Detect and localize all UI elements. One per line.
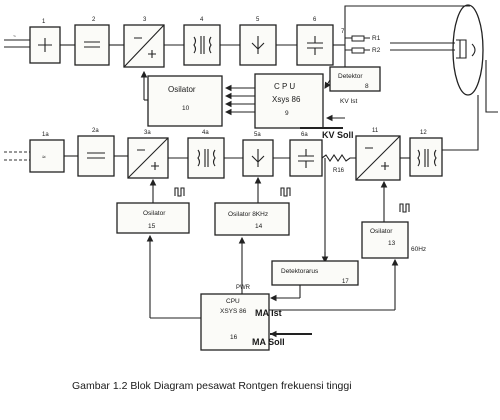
block-3-inverter: 3 [123, 17, 165, 68]
svg-text:11: 11 [372, 128, 379, 134]
svg-text:C P U: C P U [274, 82, 295, 91]
svg-text:1: 1 [42, 19, 46, 25]
svg-text:3: 3 [143, 17, 147, 23]
svg-text:2: 2 [92, 17, 96, 23]
svg-text:CPU: CPU [226, 298, 240, 305]
block-7-voltage-divider: 7 R1 R2 [341, 29, 381, 58]
svg-text:14: 14 [255, 223, 263, 230]
svg-text:4: 4 [200, 17, 204, 23]
block-2a-rectifier: 2a [77, 128, 115, 177]
svg-text:7: 7 [341, 29, 345, 35]
svg-text:8: 8 [365, 83, 369, 90]
svg-text:17: 17 [342, 279, 349, 285]
svg-text:R16: R16 [333, 168, 345, 174]
block-2-rectifier: 2 [74, 17, 110, 66]
block-5a-rectifier: 5a [242, 132, 274, 177]
svg-text:~: ~ [13, 34, 16, 40]
input-lines-bottom [4, 151, 30, 161]
block-11-inverter: 11 [355, 128, 401, 181]
block-12-filament-transformer: 12 [409, 130, 443, 177]
oscillator-15: Osilator 15 [116, 202, 190, 234]
svg-text:12: 12 [420, 130, 427, 136]
ma-soll-label: MA Soll [252, 337, 285, 347]
cpu-9: C P U Xsys 86 9 [254, 73, 324, 129]
svg-text:13: 13 [388, 240, 396, 247]
kv-soll-label: KV Soll [322, 130, 354, 140]
block-1-mains-filter: 1 [29, 19, 61, 64]
svg-text:16: 16 [230, 334, 238, 341]
svg-text:6a: 6a [301, 132, 308, 138]
block-5-hv-rectifier: 5 [239, 17, 277, 66]
svg-text:Detektor: Detektor [338, 73, 363, 80]
svg-text:4a: 4a [202, 130, 209, 136]
svg-text:15: 15 [148, 223, 156, 230]
svg-text:5: 5 [256, 17, 260, 23]
kv-ist-label: KV Ist [340, 98, 358, 105]
detector-8: Detektor 8 [329, 66, 381, 92]
current-detector-17: Detektorarus 17 [271, 260, 359, 286]
oscillator-10: Osilator 10 [147, 75, 223, 127]
svg-text:R1: R1 [372, 35, 381, 42]
block-4a-transformer: 4a [187, 130, 225, 179]
input-lines-top: ~ [4, 34, 30, 48]
svg-text:6: 6 [313, 17, 317, 23]
pulse-waveform-icon [174, 187, 410, 213]
svg-text:Osilator: Osilator [143, 210, 166, 217]
oscillator-14: Osilator 8KHz 14 [214, 202, 290, 236]
svg-text:Osilator: Osilator [168, 85, 196, 94]
svg-text:Osilator: Osilator [370, 228, 393, 235]
block-6a-smoothing: 6a [289, 132, 323, 177]
block-6-hv-smoothing: 6 [296, 17, 334, 66]
svg-text:Detektorarus: Detektorarus [281, 268, 319, 275]
svg-text:1a: 1a [42, 132, 49, 138]
svg-text:PWR: PWR [236, 285, 251, 291]
svg-text:2a: 2a [92, 128, 99, 134]
block-4-hv-transformer: 4 [183, 17, 221, 66]
svg-text:3a: 3a [144, 130, 151, 136]
ma-ist-label: MA Ist [255, 308, 282, 318]
xray-tube [452, 4, 484, 96]
svg-text:5a: 5a [254, 132, 261, 138]
svg-text:XSYS 86: XSYS 86 [220, 308, 247, 315]
svg-text:R2: R2 [372, 47, 381, 54]
svg-text:9: 9 [285, 110, 289, 117]
block-1a-filter: ≈ 1a [29, 132, 65, 173]
svg-text:10: 10 [182, 105, 190, 112]
svg-text:60Hz: 60Hz [411, 246, 426, 253]
oscillator-13: Osilator 13 60Hz [361, 221, 426, 259]
svg-text:Osilator 8KHz: Osilator 8KHz [228, 211, 268, 218]
cpu-16: CPU XSYS 86 16 [200, 293, 270, 351]
svg-text:≈: ≈ [42, 154, 46, 161]
block-3a-inverter: 3a [127, 130, 169, 179]
figure-caption: Gambar 1.2 Blok Diagram pesawat Rontgen … [72, 380, 352, 392]
svg-text:Xsys 86: Xsys 86 [272, 95, 301, 104]
